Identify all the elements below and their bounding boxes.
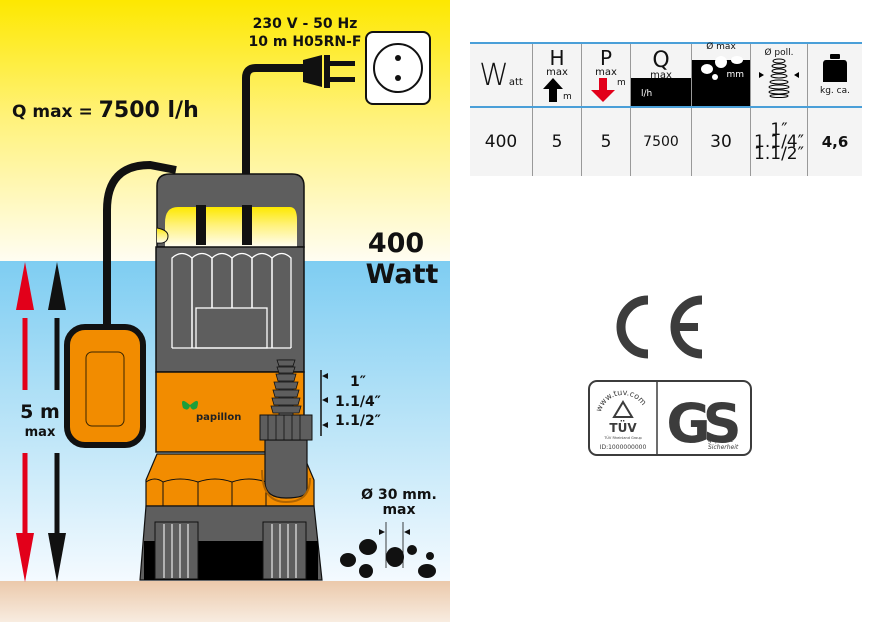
- svg-text:papillon: papillon: [196, 412, 241, 423]
- gs-logo: GS geprüfte Sicherheit: [666, 392, 745, 455]
- float-switch: [64, 160, 177, 448]
- value-weight: 4,6: [807, 107, 862, 176]
- arrow-up-icon: [543, 78, 563, 102]
- header-watt: Watt: [470, 43, 533, 108]
- qmax-label: Q max = 7500 l/h: [12, 98, 199, 123]
- tuv-group: TÜV Rheinland Group: [603, 435, 642, 440]
- power-value: 400: [368, 228, 424, 259]
- ce-mark-icon: CE: [616, 295, 703, 359]
- spec-table: Watt H max m P max m Q max l/h Ø max: [470, 42, 862, 176]
- header-weight: kg. ca.: [807, 43, 862, 108]
- header-outlet: Ø poll.: [750, 43, 808, 108]
- outlet-size-3: 1.1/2″: [335, 413, 381, 429]
- tuv-id: ID:1000000000: [600, 444, 647, 451]
- tuv-gs-mark: www.tuv.com TÜV TÜV Rheinland Group ID:1…: [588, 380, 752, 456]
- power-unit: Watt: [366, 259, 439, 290]
- particle-size-sub: max: [382, 502, 415, 518]
- particle-size-label: Ø 30 mm.: [361, 487, 437, 503]
- pump-illustration: 230 V - 50 Hz 10 m H05RN-F Q max = 7500 …: [0, 0, 450, 622]
- value-watt: 400: [484, 132, 518, 152]
- header-outlet-label: Ø poll.: [764, 48, 794, 58]
- depth-arrow-red: [16, 262, 34, 582]
- value-head: 5: [532, 107, 582, 176]
- power-spec-line1: 230 V - 50 Hz: [253, 16, 358, 32]
- tuv-name: TÜV: [609, 420, 637, 435]
- gs-line1: geprüfte: [708, 437, 734, 444]
- thread-icon: [759, 58, 799, 98]
- value-outlet-1: 1″: [770, 120, 788, 140]
- header-depth-unit: m: [617, 78, 626, 88]
- value-flow: 7500: [630, 107, 692, 176]
- header-flow: Q max l/h: [630, 43, 692, 108]
- header-weight-label: kg. ca.: [820, 86, 850, 96]
- power-spec-line2: 10 m H05RN-F: [249, 34, 362, 50]
- particles-icon: [340, 522, 436, 578]
- header-flow-sub: max: [650, 70, 672, 81]
- pump-feet: [154, 521, 307, 580]
- gs-line2: Sicherheit: [708, 444, 739, 451]
- value-depth: 5: [581, 107, 631, 176]
- header-particle-unit: mm: [726, 70, 744, 80]
- depth-arrow-black: [48, 262, 66, 582]
- depth-sub: max: [25, 425, 56, 440]
- socket-icon: [365, 31, 431, 105]
- spec-header-row: Watt H max m P max m Q max l/h Ø max: [470, 42, 862, 108]
- outlet-size-2: 1.1/4″: [335, 394, 381, 410]
- header-head-sub: max: [546, 67, 568, 78]
- hose-adapter: [270, 359, 302, 416]
- plug-icon: [242, 55, 355, 185]
- arrow-down-icon: [591, 78, 615, 102]
- depth-value: 5 m: [20, 401, 60, 423]
- svg-text:GS: GS: [666, 392, 737, 455]
- header-depth-sub: max: [595, 67, 617, 78]
- value-outlet-3: 1.1/2″: [754, 144, 804, 164]
- brand-logo: papillon: [182, 400, 241, 423]
- weight-icon: [823, 54, 847, 82]
- outlet-size-1: 1″: [350, 374, 366, 390]
- header-flow-unit: l/h: [641, 89, 653, 99]
- header-depth: P max m: [581, 43, 631, 108]
- header-watt-small: att: [508, 76, 523, 88]
- ground-background: [0, 581, 450, 622]
- header-particle: Ø max mm: [691, 42, 751, 108]
- outlet-size-indicator: [320, 370, 328, 436]
- particles-icon: [701, 56, 743, 80]
- header-head: H max m: [532, 43, 582, 108]
- header-particle-label: Ø max: [706, 42, 736, 52]
- pump: papillon: [139, 173, 323, 581]
- value-particle: 30: [691, 107, 751, 176]
- header-depth-letter: P: [599, 46, 613, 70]
- value-outlet-2: 1.1/4″: [754, 132, 804, 152]
- header-head-unit: m: [563, 92, 572, 102]
- header-watt-big: W: [479, 57, 509, 93]
- spec-value-row: 400 5 5 7500 30 1″ 1.1/4″ 1.1/2″ 4,6: [470, 107, 862, 176]
- value-outlet: 1″ 1.1/4″ 1.1/2″: [750, 107, 808, 176]
- header-head-letter: H: [549, 46, 565, 70]
- header-flow-letter: Q: [652, 48, 670, 73]
